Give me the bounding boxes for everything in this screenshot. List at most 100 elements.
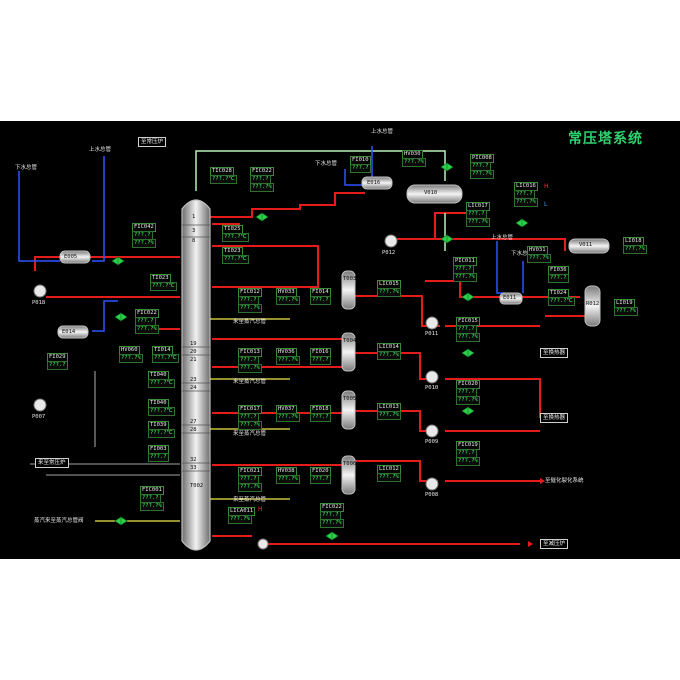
pump-label-p018: P018 — [32, 300, 46, 306]
instrument-value: ???.?% — [456, 333, 480, 342]
tray-number: 8 — [192, 238, 196, 244]
instrument-value: ???.?% — [238, 364, 262, 373]
instrument-value: ???.? — [548, 274, 569, 283]
pump-label-p009: P009 — [425, 439, 439, 445]
pump-label-p008: P008 — [425, 492, 439, 498]
tray-number: 20 — [190, 349, 197, 355]
tray-number: 33 — [190, 465, 197, 471]
pump-label-p011: P011 — [425, 331, 439, 337]
steam-label-4: 来至蒸汽总管 — [233, 497, 267, 503]
water-main-label-4: 下水总管 — [315, 161, 338, 167]
stripper-label-4: T006 — [343, 461, 357, 467]
instrument-value: ???.?% — [276, 475, 300, 484]
water-main-label-1: 上水总管 — [89, 147, 112, 153]
instrument-value: ???.? — [310, 475, 331, 484]
tray-number: 1 — [192, 214, 196, 220]
water-main-label-6: 下水总管 — [511, 251, 534, 257]
instrument-value: ???.?% — [623, 245, 647, 254]
instrument-value: ???.?% — [456, 396, 480, 405]
out-box-1[interactable]: 至换热器 — [540, 348, 569, 358]
e1-label: E016 — [367, 180, 381, 186]
stripper-label-1: T003 — [343, 276, 357, 282]
tray-number: 21 — [190, 357, 197, 363]
to-furnace-top-box[interactable]: 至常压炉 — [138, 137, 167, 147]
instrument-value: ???.?% — [453, 273, 477, 282]
tray-number: 27 — [190, 419, 197, 425]
e4-label: E014 — [62, 329, 76, 335]
low-limit-flag: L — [544, 201, 548, 208]
scada-canvas: 常压塔系统 至常压炉 上水总管 下水总管 上水总管 下水总管 上水总管 下水总管… — [0, 121, 680, 559]
instrument-value: ???.?% — [514, 198, 538, 207]
tray-number: 28 — [190, 427, 197, 433]
high-limit-flag: H — [258, 506, 263, 513]
instrument-value: ???.? — [310, 356, 331, 365]
instrument-value: ???.?% — [238, 304, 262, 313]
tray-number: 24 — [190, 385, 197, 391]
pump-label-p012: P012 — [382, 250, 396, 256]
out-box-4[interactable]: 至减压炉 — [540, 539, 569, 549]
steam-bottom-label: 蒸汽来至蒸汽总管阀 — [34, 518, 84, 524]
instrument-value: ???.?% — [276, 356, 300, 365]
instrument-value: ???.?% — [119, 354, 143, 363]
out-box-2[interactable]: 至换热器 — [540, 413, 569, 423]
instrument-value: ???.?% — [527, 254, 551, 263]
instrument-value: ???.?% — [238, 421, 262, 430]
instrument-value: ???.? — [148, 453, 169, 462]
instrument-value: ???.? — [310, 296, 331, 305]
instrument-value: ???.?% — [135, 325, 159, 334]
instrument-value: ???.?% — [250, 183, 274, 192]
steam-label-2: 来至蒸汽总管 — [233, 379, 267, 385]
instrument-value: ???.?℃ — [148, 429, 175, 438]
drum-label: V010 — [424, 190, 438, 196]
instrument-value: ???.?% — [132, 239, 156, 248]
pump-label-p010: P010 — [425, 385, 439, 391]
drum2-label: V011 — [579, 242, 593, 248]
instrument-value: ???.?% — [470, 170, 494, 179]
instrument-value: ???.?℃ — [148, 407, 175, 416]
water-main-label-3: 上水总管 — [371, 129, 394, 135]
tray-number: 23 — [190, 377, 197, 383]
instrument-value: ???.?% — [377, 288, 401, 297]
instrument-value: ???.?℃ — [222, 233, 249, 242]
instrument-value: ???.?% — [140, 502, 164, 511]
out-label-3: 至催化裂化系统 — [545, 478, 584, 484]
instrument-value: ???.?% — [614, 307, 638, 316]
tray-number: 3 — [192, 228, 196, 234]
instrument-value: ???.?% — [466, 218, 490, 227]
tower-label: T002 — [190, 483, 204, 489]
instrument-value: ???.? — [47, 361, 68, 370]
e2-label: E011 — [503, 295, 517, 301]
instrument-value: ???.?℃ — [148, 379, 175, 388]
tray-number: 32 — [190, 457, 197, 463]
instrument-value: ???.?℃ — [210, 175, 237, 184]
steam-label-3: 来至蒸汽总管 — [233, 431, 267, 437]
instrument-value: ???.?℃ — [548, 297, 575, 306]
instrument-value: ???.?℃ — [150, 282, 177, 291]
instrument-value: ???.?% — [276, 413, 300, 422]
stripper-label-2: T004 — [343, 338, 357, 344]
instrument-value: ???.? — [350, 164, 371, 173]
steam-label-1: 来至蒸汽总管 — [233, 319, 267, 325]
instrument-value: ???.?% — [228, 515, 252, 524]
pump-label-p007: P007 — [32, 414, 46, 420]
from-furnace-box[interactable]: 来至常压炉 — [35, 458, 69, 468]
page-title: 常压塔系统 — [568, 131, 643, 147]
instrument-value: ???.?% — [402, 158, 426, 167]
instrument-value: ???.?% — [377, 473, 401, 482]
water-main-label-5: 上水总管 — [491, 235, 514, 241]
tray-number: 19 — [190, 341, 197, 347]
stripper-label-3: T005 — [343, 396, 357, 402]
instrument-value: ???.?% — [276, 296, 300, 305]
instrument-value: ???.? — [310, 413, 331, 422]
e3-label: E005 — [64, 254, 78, 260]
process-lines — [18, 146, 610, 551]
instrument-value: ???.?℃ — [222, 255, 249, 264]
instrument-value: ???.?% — [377, 351, 401, 360]
instrument-value: ???.?% — [238, 483, 262, 492]
high-limit-flag: H — [544, 183, 549, 190]
instrument-value: ???.?% — [456, 457, 480, 466]
receiver-label: R012 — [586, 301, 600, 307]
instrument-value: ???.?% — [320, 519, 344, 528]
instrument-value: ???.?% — [377, 411, 401, 420]
instrument-value: ???.?℃ — [152, 354, 179, 363]
